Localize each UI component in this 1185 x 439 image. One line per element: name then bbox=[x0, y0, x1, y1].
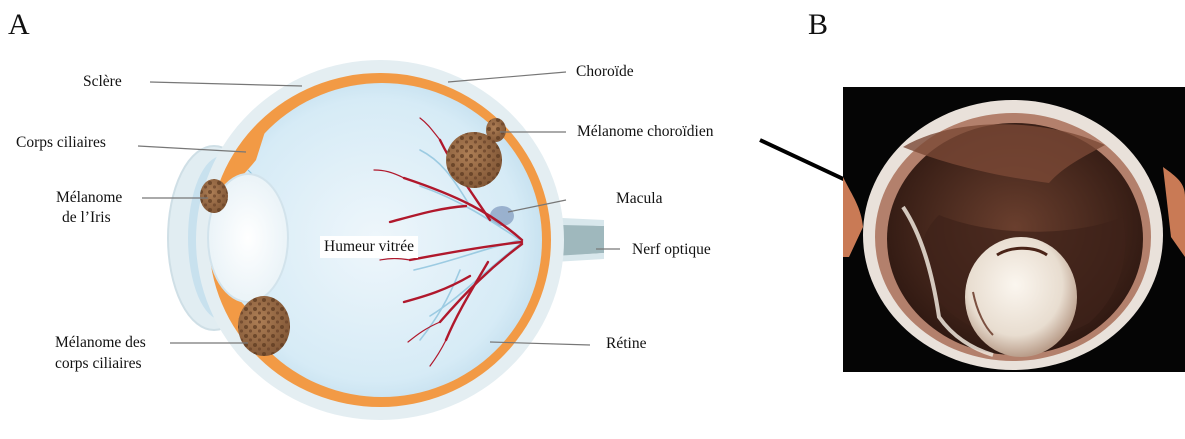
label-melanome-iris-line1: Mélanome bbox=[56, 188, 122, 208]
label-melanome-iris-line2: de l’Iris bbox=[62, 208, 111, 228]
label-melanome-cc-line2: corps ciliaires bbox=[55, 354, 142, 374]
label-retine: Rétine bbox=[606, 334, 646, 354]
ciliary-body-melanoma bbox=[238, 296, 290, 356]
leader-choroide bbox=[448, 72, 566, 82]
label-choroide: Choroïde bbox=[576, 62, 634, 82]
label-corps-ciliaires: Corps ciliaires bbox=[16, 133, 106, 153]
label-humeur-vitree: Humeur vitrée bbox=[320, 236, 418, 258]
gross-specimen-photo bbox=[843, 87, 1185, 372]
leader-sclere bbox=[150, 82, 302, 86]
label-melanome-cc-line1: Mélanome des bbox=[55, 333, 146, 353]
label-nerf-optique: Nerf optique bbox=[632, 240, 711, 260]
iris-melanoma bbox=[200, 179, 228, 213]
label-macula: Macula bbox=[616, 189, 662, 209]
label-sclere: Sclère bbox=[83, 72, 122, 92]
label-melanome-choroidien: Mélanome choroïdien bbox=[577, 122, 713, 142]
